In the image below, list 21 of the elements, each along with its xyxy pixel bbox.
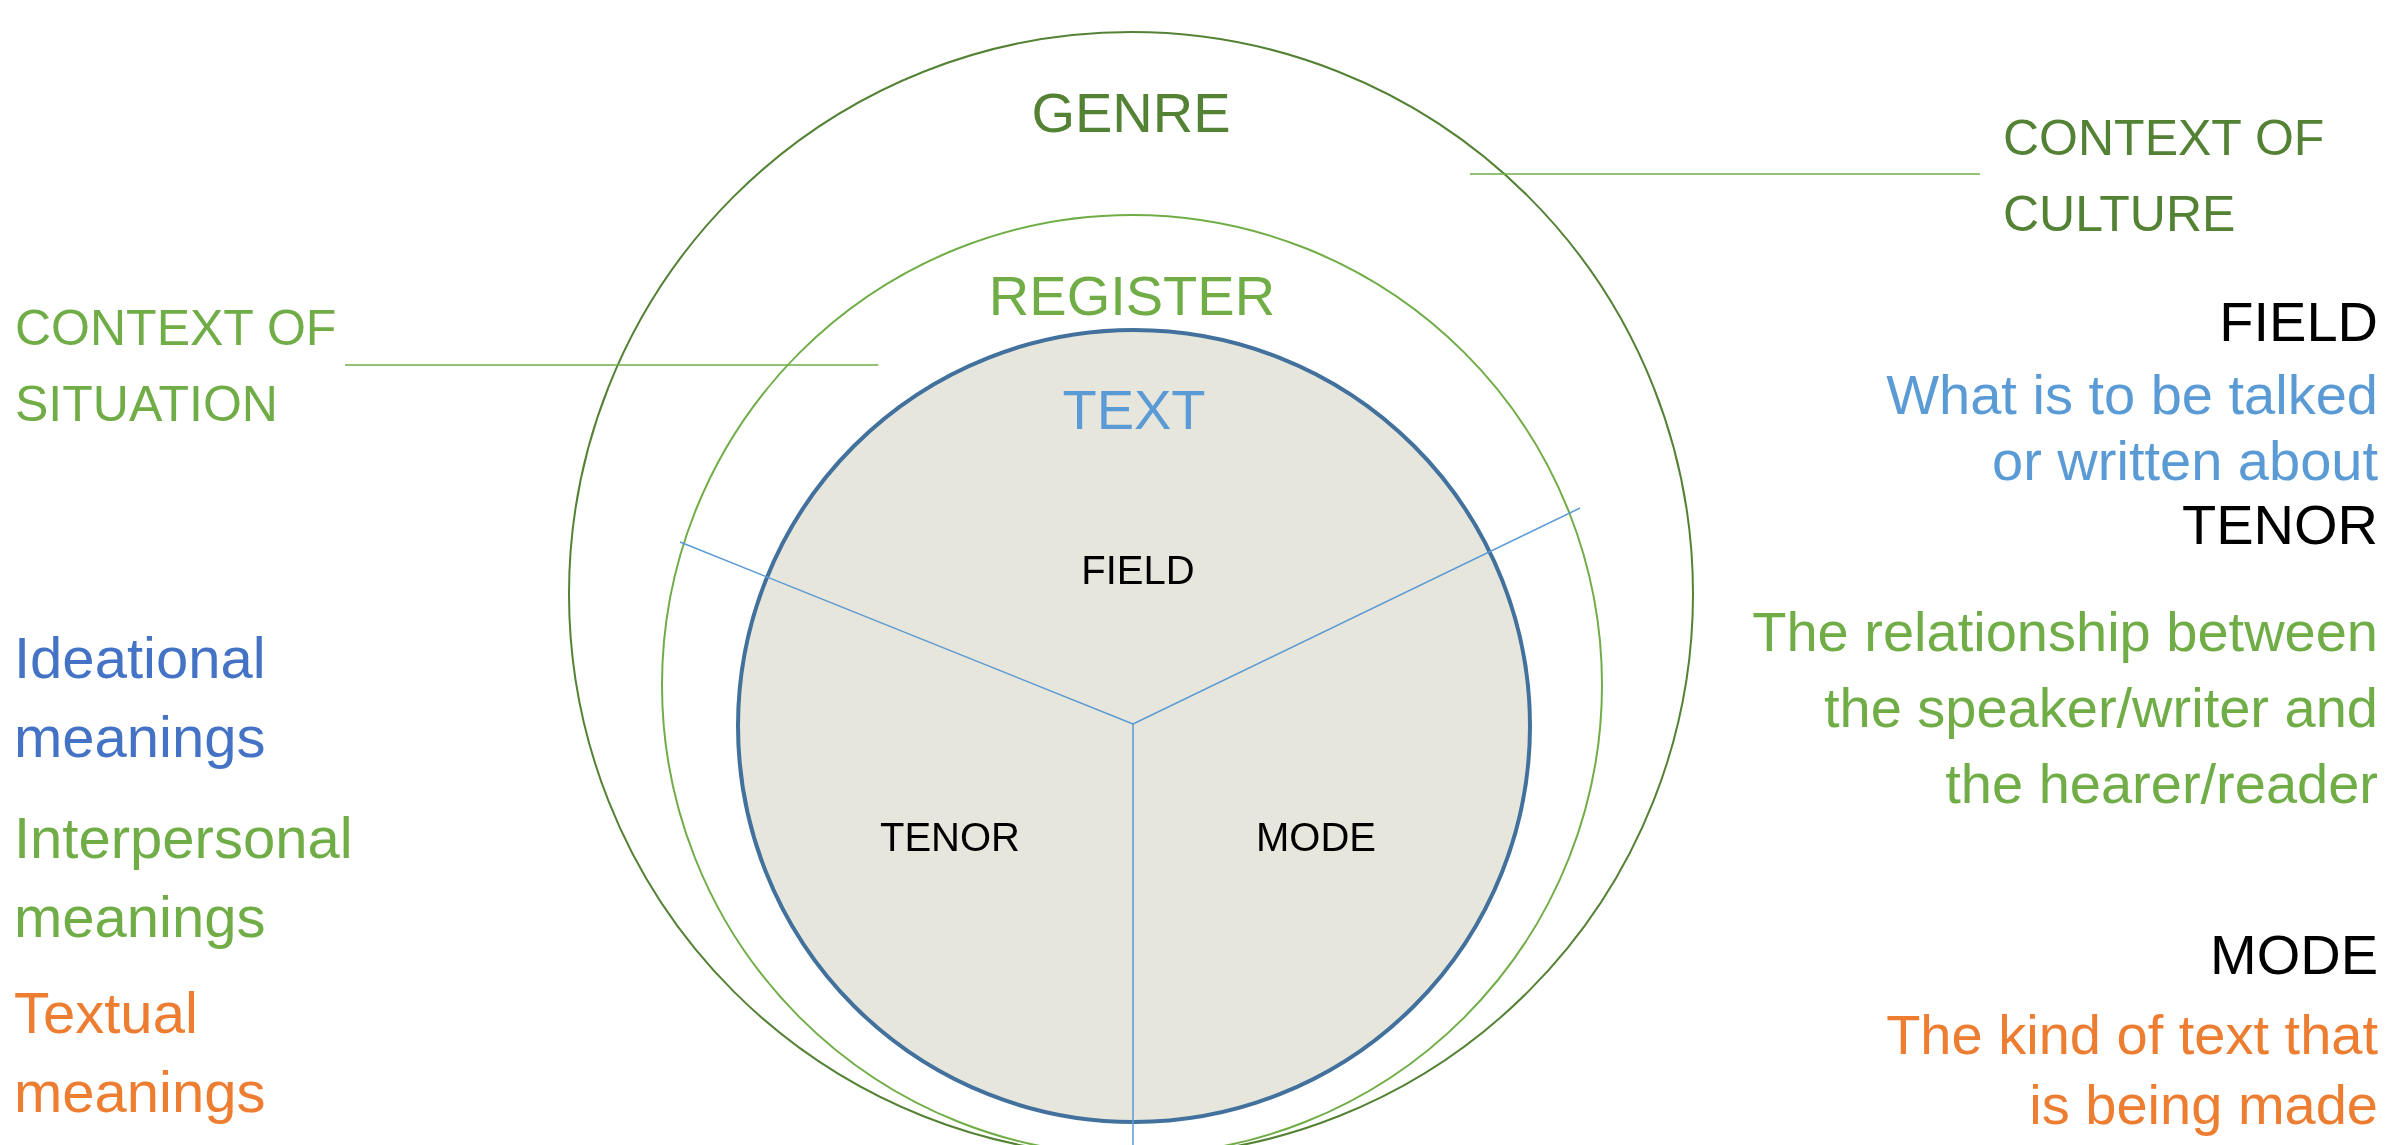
description-text: The kind of text that is being made xyxy=(1885,1002,2378,1138)
sector-label: FIELD xyxy=(1080,547,1196,594)
meaning-label: Textual meanings xyxy=(14,979,267,1126)
circle-label: TEXT xyxy=(1061,382,1207,438)
meaning-label: Ideational meanings xyxy=(14,624,267,771)
heading-label: MODE xyxy=(2209,930,2378,980)
description-text: The relationship between the speaker/writer and the hearer/reader xyxy=(1751,599,2378,817)
description-text: What is to be talked or written about xyxy=(1885,362,2378,494)
context-label: CONTEXT OF SITUATION xyxy=(15,290,355,442)
leader-line xyxy=(1469,173,1981,175)
heading-label: FIELD xyxy=(2218,297,2378,347)
meaning-label: Interpersonal meanings xyxy=(14,804,354,951)
sector-label: TENOR xyxy=(879,814,1021,861)
circle-label: GENRE xyxy=(1030,85,1232,141)
outer-circle xyxy=(568,31,1694,1145)
sector-label: MODE xyxy=(1255,814,1377,861)
middle-circle xyxy=(661,214,1603,1145)
circle-label: REGISTER xyxy=(987,268,1277,324)
leader-line xyxy=(344,364,880,366)
context-label: CONTEXT OF CULTURE xyxy=(2003,100,2383,252)
heading-label: TENOR xyxy=(2181,500,2378,550)
